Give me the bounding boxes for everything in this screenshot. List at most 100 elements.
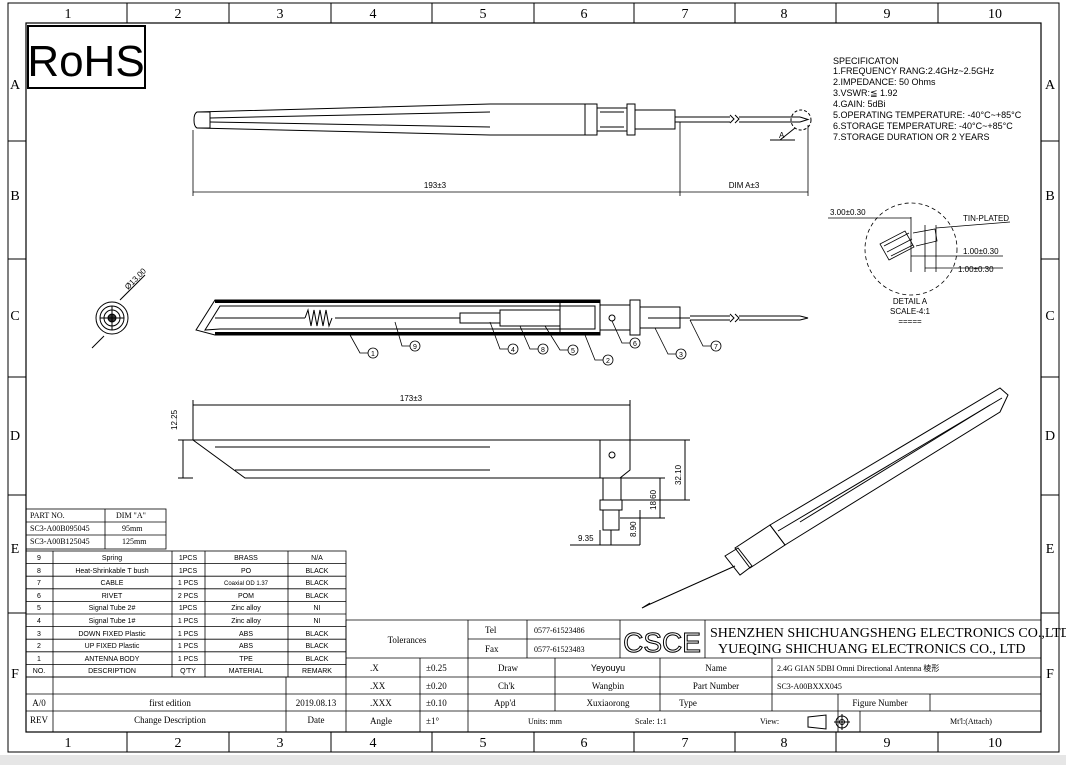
part-number-value: SC3-A00BXXX045 [777, 682, 842, 691]
row-label: D [1045, 429, 1055, 444]
spec-line: 6.STORAGE TEMPERATURE: -40°C~+85°C [833, 121, 1013, 131]
row-label: B [10, 189, 19, 204]
col-label: 5 [480, 7, 487, 22]
col-label: 7 [682, 7, 689, 22]
col-label: 10 [988, 7, 1002, 22]
row-label: E [1046, 542, 1055, 557]
dim-3210-label: 32.10 [674, 464, 683, 485]
part-number-label: Part Number [693, 681, 739, 691]
tolerance-key: .X [370, 663, 379, 673]
col-label: 9 [884, 736, 891, 751]
bom-cell: 1 [37, 656, 41, 663]
revision-block: A/0 first edition 2019.08.13 REV Change … [30, 698, 337, 725]
col-label: 8 [781, 7, 788, 22]
bom-cell: RIVET [102, 593, 123, 600]
detail-100a: 1.00±0.30 [963, 247, 999, 256]
row-label: F [1046, 667, 1054, 682]
spec-line: 2.IMPEDANCE: 50 Ohms [833, 77, 936, 87]
bom-cell: NI [314, 618, 321, 625]
col-label: 10 [988, 736, 1002, 751]
bom-cell: Signal Tube 2# [89, 605, 136, 612]
fax-label: Fax [485, 644, 499, 654]
balloon-number: 3 [679, 352, 683, 359]
bom-cell: 2 PCS [178, 593, 199, 600]
material-label: Mt'l:(Attach) [950, 717, 992, 726]
detail-scale: SCALE-4:1 [890, 307, 931, 316]
bom-cell: ABS [239, 643, 253, 650]
spec-line: 7.STORAGE DURATION OR 2 YEARS [833, 132, 990, 142]
bom-cell: Zinc alloy [231, 605, 261, 612]
approved-label: App'd [494, 698, 516, 708]
fax-value: 0577-61523483 [534, 645, 585, 654]
part-no-table [25, 508, 167, 550]
row-label: D [10, 429, 20, 444]
bom-cell: 1 PCS [178, 580, 199, 587]
row-label: A [1045, 78, 1056, 93]
antenna-top-view [193, 103, 812, 141]
bom-rows: 9 Spring 1PCS BRASS N/A 8 Heat-Shrinkabl… [33, 555, 333, 675]
col-label: 6 [581, 736, 588, 751]
end-view [91, 274, 146, 349]
bom-cell: PO [241, 568, 252, 575]
bom-cell: UP FIXED Plastic [85, 643, 140, 650]
bom-cell: Spring [102, 555, 122, 562]
bom-cell: BLACK [306, 643, 329, 650]
bom-cell: Zinc alloy [231, 618, 261, 625]
balloon-number: 2 [606, 358, 610, 365]
check-label: Ch'k [498, 681, 515, 691]
bom-cell: Coaxial OD 1.37 [224, 581, 269, 587]
name-value: 2.4G GIAN 5DBI Omni Directional Antenna … [777, 663, 939, 673]
bom-cell: BLACK [306, 580, 329, 587]
bom-cell: POM [238, 593, 254, 600]
row-label: F [11, 667, 19, 682]
detail-100b: 1.00±0.30 [958, 265, 994, 274]
part-table-head: PART NO. [30, 511, 65, 520]
spec-line: 3.VSWR:≦ 1.92 [833, 88, 898, 98]
bom-cell: 6 [37, 593, 41, 600]
bom-cell: BLACK [306, 593, 329, 600]
row-label: B [1045, 189, 1054, 204]
bom-cell: DOWN FIXED Plastic [78, 631, 146, 638]
check-value: Wangbin [592, 681, 625, 691]
tolerance-value: ±0.20 [426, 681, 447, 691]
rohs-box [27, 25, 146, 89]
col-label: 4 [370, 7, 377, 22]
bom-cell: 5 [37, 605, 41, 612]
bom-cell: 1PCS [179, 568, 198, 575]
bom-cell: BLACK [306, 631, 329, 638]
figure-number-label: Figure Number [852, 698, 907, 708]
bom-cell: Signal Tube 1# [89, 618, 136, 625]
col-label: 1 [65, 7, 72, 22]
dim-935-label: 9.35 [578, 534, 594, 543]
title-block-grid [346, 619, 1041, 732]
bom-cell: 1 PCS [178, 656, 199, 663]
bom-cell: TPE [239, 656, 253, 663]
col-label: 4 [370, 736, 377, 751]
bom-cell: BLACK [306, 656, 329, 663]
part-table-cell: 95mm [122, 524, 143, 533]
antenna-section-view [195, 299, 809, 336]
part-table-cell: SC3-A00B125045 [30, 537, 90, 546]
bom-cell: 1PCS [179, 605, 198, 612]
spec-block: SPECIFICATON 1.FREQUENCY RANG:2.4GHz~2.5… [833, 56, 1022, 142]
bom-cell: 7 [37, 580, 41, 587]
col-label: 3 [277, 7, 284, 22]
draw-label: Draw [498, 663, 518, 673]
col-label: 9 [884, 7, 891, 22]
tolerance-key: .XX [370, 681, 386, 691]
bom-header: Q'TY [180, 668, 196, 675]
bom-header: MATERIAL [229, 668, 264, 675]
rohs-mark: RoHS [27, 37, 144, 86]
scale-label: Scale: 1:1 [635, 717, 667, 726]
col-label: 8 [781, 736, 788, 751]
col-label: 1 [65, 736, 72, 751]
company-name: SHENZHEN SHICHUANGSHENG ELECTRONICS CO.,… [710, 626, 1066, 641]
balloon-number: 9 [413, 344, 417, 351]
bom-cell: 9 [37, 555, 41, 562]
antenna-iso-view [641, 387, 1009, 609]
tel-value: 0577-61523486 [534, 626, 585, 635]
bom-cell: Heat-Shrinkable T bush [75, 568, 148, 575]
bom-cell: 8 [37, 568, 41, 575]
detail-underline: ===== [898, 317, 922, 326]
